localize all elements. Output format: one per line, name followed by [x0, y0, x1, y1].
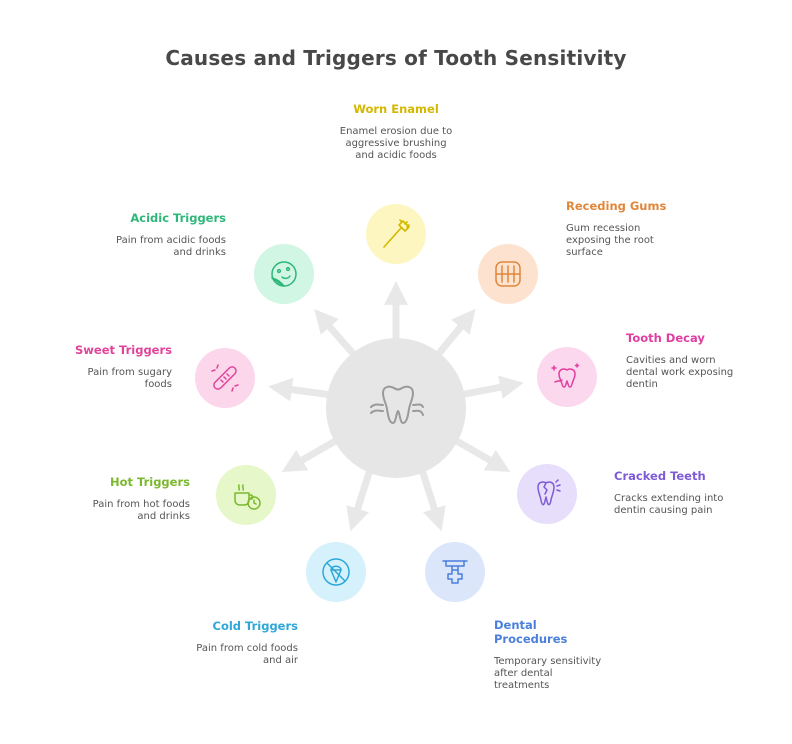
node-sweet-triggers-label: Sweet Triggers Pain from sugary foods	[62, 343, 172, 391]
diagram-title: Causes and Triggers of Tooth Sensitivity	[165, 46, 627, 70]
node-dental-procedures-description: Temporary sensitivity after dental treat…	[494, 656, 602, 691]
decayed-tooth-icon	[551, 363, 580, 388]
node-cracked-teeth-description: Cracks extending into dentin causing pai…	[614, 493, 724, 516]
node-worn-enamel-circle	[366, 204, 426, 264]
node-receding-gums-description: Gum recession exposing the root surface	[566, 223, 654, 258]
hub-circle	[326, 338, 466, 478]
node-receding-gums-label: Receding Gums Gum recession exposing the…	[566, 199, 676, 259]
arrow-receding-gums	[433, 308, 476, 360]
node-dental-procedures-circle	[425, 542, 485, 602]
node-acidic-triggers-label: Acidic Triggers Pain from acidic foods a…	[116, 211, 226, 259]
node-dental-procedures-label: Dental Procedures Temporary sensitivity …	[494, 618, 604, 692]
node-receding-gums-title: Receding Gums	[566, 199, 667, 213]
node-tooth-decay-circle	[537, 347, 597, 407]
node-sweet-triggers-description: Pain from sugary foods	[87, 367, 172, 390]
node-cold-triggers-title: Cold Triggers	[212, 619, 299, 633]
node-acidic-triggers-description: Pain from acidic foods and drinks	[116, 235, 226, 258]
arrow-tooth-decay	[459, 375, 524, 399]
tooth-icon	[370, 385, 424, 424]
node-hot-triggers-title: Hot Triggers	[109, 475, 190, 489]
node-receding-gums-circle	[478, 244, 538, 304]
cracked-tooth-icon	[537, 479, 561, 506]
candy-icon	[211, 364, 239, 392]
arrow-cold-triggers	[346, 468, 374, 532]
node-hot-triggers-circle	[216, 465, 276, 525]
teeth-icon	[495, 261, 521, 287]
lemon-icon	[271, 261, 297, 287]
node-cracked-teeth-circle	[517, 464, 577, 524]
node-cold-triggers-label: Cold Triggers Pain from cold foods and a…	[188, 619, 298, 667]
node-acidic-triggers-title: Acidic Triggers	[130, 211, 226, 225]
arrow-acidic-triggers	[314, 309, 359, 360]
arrow-sweet-triggers	[268, 377, 333, 402]
arrow-hot-triggers	[281, 436, 339, 472]
node-acidic-triggers-circle	[254, 244, 314, 304]
node-tooth-decay-title: Tooth Decay	[626, 331, 705, 345]
dental-tool-icon	[442, 560, 468, 584]
node-hot-triggers-description: Pain from hot foods and drinks	[92, 499, 190, 522]
arrow-dental-procedures	[418, 468, 446, 532]
node-tooth-decay-label: Tooth Decay Cavities and worn dental wor…	[626, 331, 736, 391]
node-cracked-teeth-title: Cracked Teeth	[614, 469, 706, 483]
node-sweet-triggers-title: Sweet Triggers	[75, 343, 172, 357]
node-worn-enamel-description: Enamel erosion due to aggressive brushin…	[339, 126, 453, 161]
toothbrush-icon	[383, 219, 410, 248]
node-hot-triggers-label: Hot Triggers Pain from hot foods and dri…	[80, 475, 190, 523]
arrow-cracked-teeth	[453, 436, 511, 472]
node-dental-procedures-title: Dental Procedures	[494, 618, 568, 646]
node-sweet-triggers-circle	[195, 348, 255, 408]
node-worn-enamel-label: Worn Enamel Enamel erosion due to aggres…	[336, 102, 456, 162]
node-cold-triggers-description: Pain from cold foods and air	[196, 643, 298, 666]
node-worn-enamel-title: Worn Enamel	[353, 102, 439, 116]
no-ice-cream-icon	[322, 558, 350, 586]
node-tooth-decay-description: Cavities and worn dental work exposing d…	[626, 355, 734, 390]
node-cracked-teeth-label: Cracked Teeth Cracks extending into dent…	[614, 469, 724, 517]
hot-cup-icon	[234, 484, 261, 510]
node-cold-triggers-circle	[306, 542, 366, 602]
